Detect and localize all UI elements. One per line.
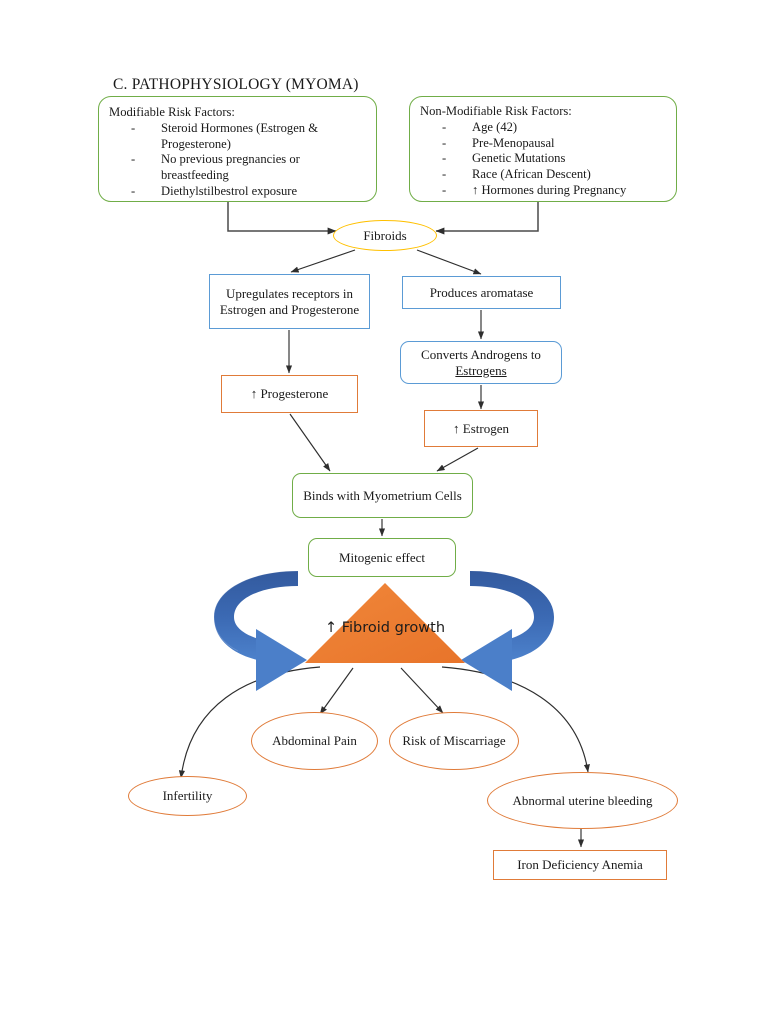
node-estrogen[interactable]: ↑ Estrogen (424, 410, 538, 447)
list-item-label: Diethylstilbestrol exposure (161, 183, 298, 198)
node-iron-deficiency-anemia[interactable]: Iron Deficiency Anemia (493, 850, 667, 880)
list-item: - Diethylstilbestrol exposure (131, 184, 366, 200)
node-fibroids[interactable]: Fibroids (333, 220, 437, 251)
modifiable-risk-heading: Modifiable Risk Factors: (109, 105, 235, 119)
fibroid-growth-triangle (305, 583, 465, 663)
node-abdominal-pain[interactable]: Abdominal Pain (251, 712, 378, 770)
node-progesterone[interactable]: ↑ Progesterone (221, 375, 358, 413)
list-item-label: Steroid Hormones (Estrogen & Progesteron… (161, 120, 319, 151)
list-item: - Age (42) (442, 120, 666, 136)
estrogens-underlined: Estrogens (455, 362, 507, 378)
list-item-label: No previous pregnancies or breastfeeding (161, 152, 300, 183)
edge-progesterone-to-binds (289, 413, 331, 472)
non-modifiable-risk-factors-card[interactable]: Non-Modifiable Risk Factors: - Age (42) -… (409, 96, 677, 202)
non-modifiable-risk-heading: Non-Modifiable Risk Factors: (420, 104, 572, 118)
list-item-label: Pre-Menopausal (472, 135, 555, 150)
bullet-dash: - (131, 152, 136, 167)
list-item-label: Race (African Descent) (472, 167, 591, 182)
node-produces-aromatase[interactable]: Produces aromatase (402, 276, 561, 309)
bullet-dash: - (442, 151, 447, 166)
edge-fibroids-to-aromatase (416, 249, 482, 275)
list-item-label: Genetic Mutations (472, 151, 566, 166)
edge-fibroids-to-upregulates (290, 249, 356, 273)
bullet-dash: - (442, 119, 447, 134)
list-item-label: Age (42) (472, 119, 518, 134)
bullet-dash: - (442, 135, 447, 150)
modifiable-risk-list: - Steroid Hormones (Estrogen & Progestero… (109, 121, 366, 200)
list-item: - Race (African Descent) (442, 167, 666, 183)
edge-growth-to-abdominal-pain (319, 667, 354, 715)
modifiable-risk-factors-card[interactable]: Modifiable Risk Factors: - Steroid Hormon… (98, 96, 377, 202)
converts-androgens-prefix: Converts Androgens to (421, 347, 541, 363)
node-binds-myometrium[interactable]: Binds with Myometrium Cells (292, 473, 473, 518)
list-item: - ↑ Hormones during Pregnancy (442, 183, 666, 199)
bullet-dash: - (131, 183, 136, 198)
node-mitogenic-effect[interactable]: Mitogenic effect (308, 538, 456, 577)
edge-growth-to-infertility (178, 666, 321, 779)
list-item: - Steroid Hormones (Estrogen & Progestero… (131, 121, 366, 152)
edge-growth-to-abnormal-bleeding (441, 666, 590, 773)
list-item: - Genetic Mutations (442, 151, 666, 167)
bullet-dash: - (442, 182, 447, 197)
list-item-label: ↑ Hormones during Pregnancy (472, 182, 627, 197)
edge-nonmodifiable-to-fibroids (435, 202, 539, 235)
node-risk-of-miscarriage[interactable]: Risk of Miscarriage (389, 712, 519, 770)
converts-androgens-text: Converts Androgens to Estrogens (406, 347, 556, 378)
bullet-dash: - (442, 167, 447, 182)
edge-growth-to-risk-miscarriage (400, 667, 444, 714)
edge-estrogen-to-binds (436, 447, 479, 472)
edge-modifiable-to-fibroids (227, 202, 337, 235)
node-abnormal-uterine-bleeding[interactable]: Abnormal uterine bleeding (487, 772, 678, 829)
node-converts-androgens[interactable]: Converts Androgens to Estrogens (400, 341, 562, 384)
non-modifiable-risk-list: - Age (42) - Pre-Menopausal - Genetic Mutat… (420, 120, 666, 199)
node-upregulates-receptors[interactable]: Upregulates receptors in Estrogen and Pr… (209, 274, 370, 329)
node-infertility[interactable]: Infertility (128, 776, 247, 816)
page-title: C. PATHOPHYSIOLOGY (MYOMA) (113, 76, 359, 93)
circular-arrow-right-icon (461, 571, 554, 691)
list-item: - No previous pregnancies or breastfeedin… (131, 152, 366, 183)
circular-arrow-left-icon (213, 570, 307, 691)
bullet-dash: - (131, 120, 136, 135)
list-item: - Pre-Menopausal (442, 136, 666, 152)
